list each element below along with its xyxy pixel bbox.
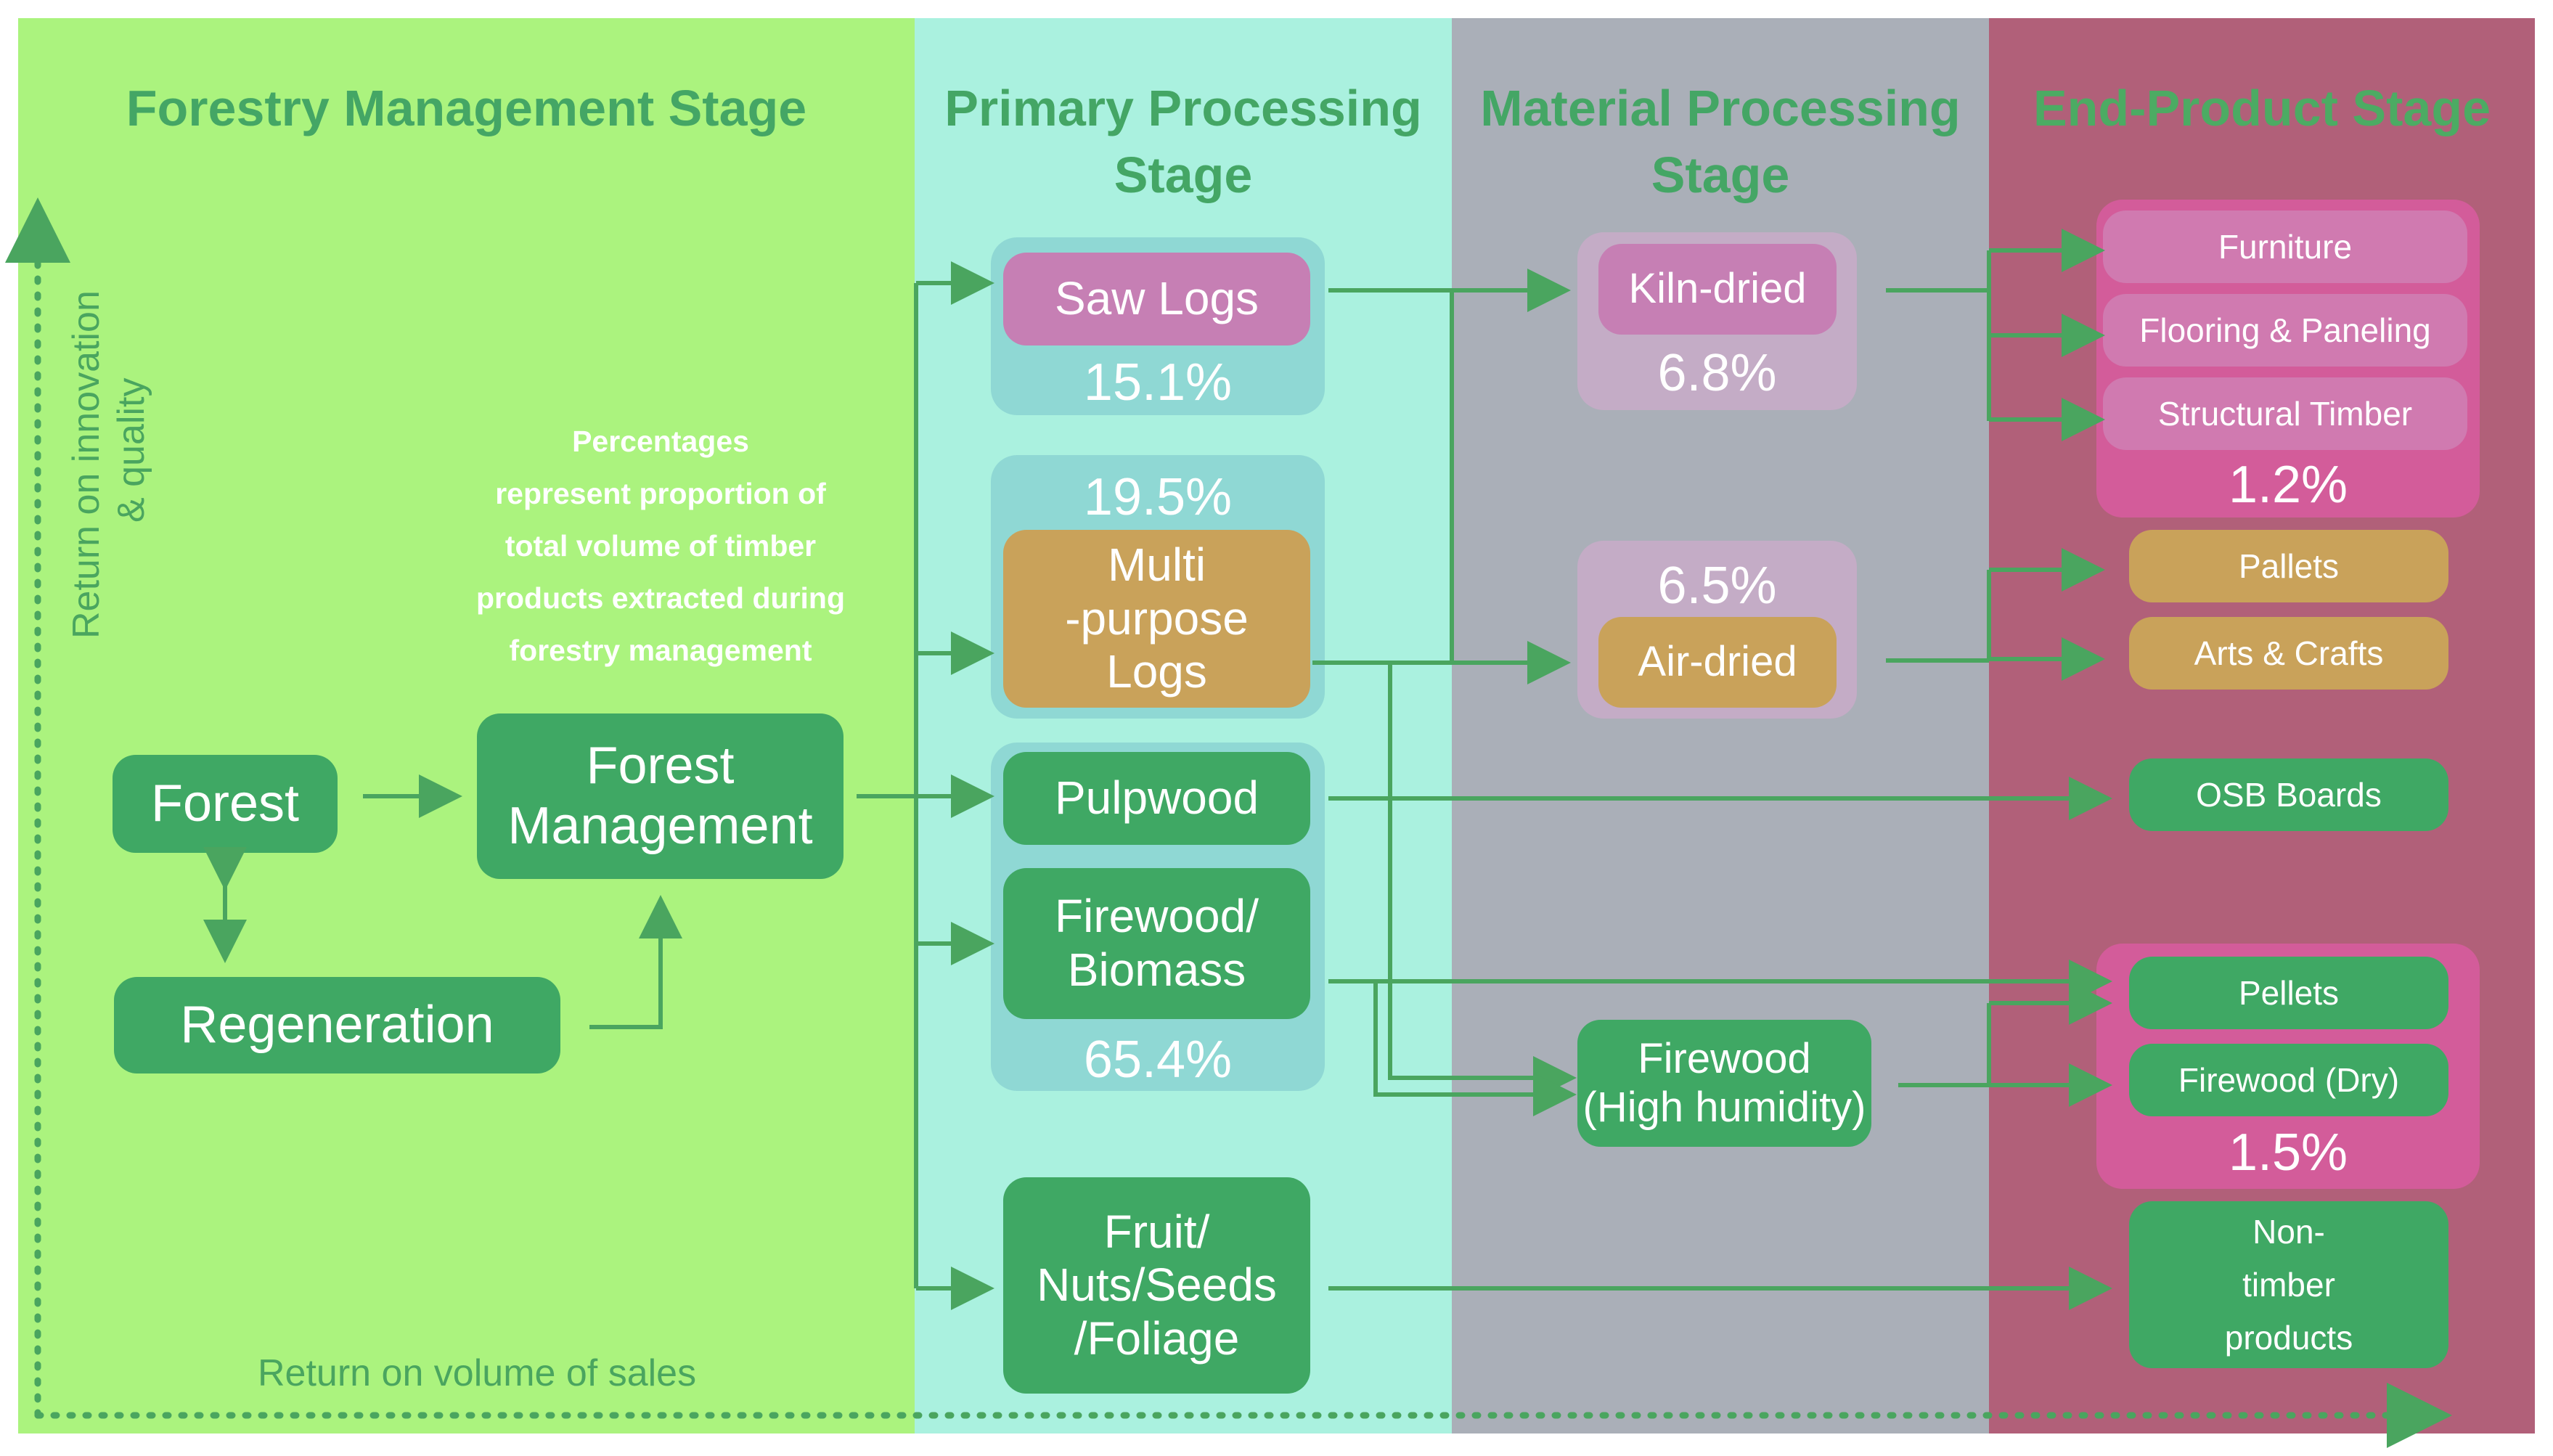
percentages-note: Percentages represent proportion of tota… <box>443 415 878 676</box>
note-line3: total volume of timber <box>505 529 817 563</box>
non-timber-line1: Non- <box>2252 1212 2325 1251</box>
material-stage-title-line1: Material Processing <box>1480 80 1961 136</box>
firewood-biomass-line1: Firewood/ <box>1055 890 1259 943</box>
forest-management-line1: Forest <box>586 737 735 796</box>
kiln-dried-node: Kiln-dried <box>1598 244 1837 335</box>
fruit-line3: /Foliage <box>1074 1312 1240 1365</box>
regeneration-to-management-arrow <box>589 895 682 1029</box>
multi-purpose-line3: Logs <box>1106 645 1207 698</box>
forestry-stage-title: Forestry Management Stage <box>126 80 807 136</box>
arts-crafts-node: Arts & Crafts <box>2129 617 2448 690</box>
firewood-high-humidity-line1: Firewood <box>1638 1034 1811 1082</box>
fuel-products-percent: 1.5% <box>2228 1124 2348 1182</box>
note-line4: products extracted during <box>475 581 845 615</box>
kiln-dried-percent: 6.8% <box>1657 344 1777 402</box>
air-dried-node: Air-dried <box>1598 617 1837 708</box>
pulp-firewood-percent: 65.4% <box>1083 1031 1233 1089</box>
firewood-dry-node: Firewood (Dry) <box>2129 1044 2448 1116</box>
furniture-node: Furniture <box>2103 210 2467 283</box>
structural-timber-node: Structural Timber <box>2103 377 2467 450</box>
note-line2: represent proportion of <box>495 477 826 510</box>
fruit-line2: Nuts/Seeds <box>1037 1259 1277 1312</box>
fruit-line1: Fruit/ <box>1103 1205 1210 1258</box>
forest-management-node: Forest Management <box>477 713 843 879</box>
osb-boards-node: OSB Boards <box>2129 758 2448 831</box>
primary-stage-title-line1: Primary Processing <box>944 80 1422 136</box>
primary-stage-title: Primary Processing Stage <box>915 75 1452 208</box>
forest-node: Forest <box>113 755 338 853</box>
material-stage-title-line2: Stage <box>1651 147 1790 203</box>
multi-purpose-line2: -purpose <box>1065 592 1249 645</box>
x-axis-label: Return on volume of sales <box>258 1352 697 1394</box>
multi-purpose-percent: 19.5% <box>1083 468 1233 526</box>
end-stage-title: End-Product Stage <box>2033 80 2491 136</box>
non-timber-line2: timber <box>2242 1265 2335 1304</box>
non-timber-line3: products <box>2224 1318 2353 1357</box>
fruit-nuts-seeds-foliage-node: Fruit/ Nuts/Seeds /Foliage <box>1003 1177 1310 1394</box>
non-timber-products-node: Non- timber products <box>2129 1201 2448 1368</box>
firewood-biomass-node: Firewood/ Biomass <box>1003 868 1310 1019</box>
flooring-paneling-node: Flooring & Paneling <box>2103 294 2467 367</box>
multi-purpose-line1: Multi <box>1107 539 1206 592</box>
material-stage-title: Material Processing Stage <box>1452 75 1989 208</box>
primary-stage-title-line2: Stage <box>1114 147 1253 203</box>
firewood-biomass-line2: Biomass <box>1067 944 1246 996</box>
air-dried-percent: 6.5% <box>1657 557 1777 615</box>
wood-products-percent: 1.2% <box>2228 456 2348 514</box>
pellets-node: Pellets <box>2129 957 2448 1029</box>
pallets-node: Pallets <box>2129 530 2448 602</box>
multi-to-firewood-humid-arrow <box>1388 663 1577 1100</box>
regeneration-node: Regeneration <box>114 977 560 1073</box>
saw-logs-node: Saw Logs <box>1003 253 1310 345</box>
pulpwood-node: Pulpwood <box>1003 752 1310 845</box>
firewood-high-humidity-node: Firewood (High humidity) <box>1577 1020 1871 1147</box>
saw-logs-percent: 15.1% <box>1083 353 1233 412</box>
note-line5: forestry management <box>509 634 812 667</box>
note-line1: Percentages <box>572 425 749 458</box>
forest-management-line2: Management <box>507 797 813 855</box>
multi-purpose-logs-node: Multi -purpose Logs <box>1003 530 1310 708</box>
firewood-high-humidity-line2: (High humidity) <box>1582 1083 1866 1131</box>
